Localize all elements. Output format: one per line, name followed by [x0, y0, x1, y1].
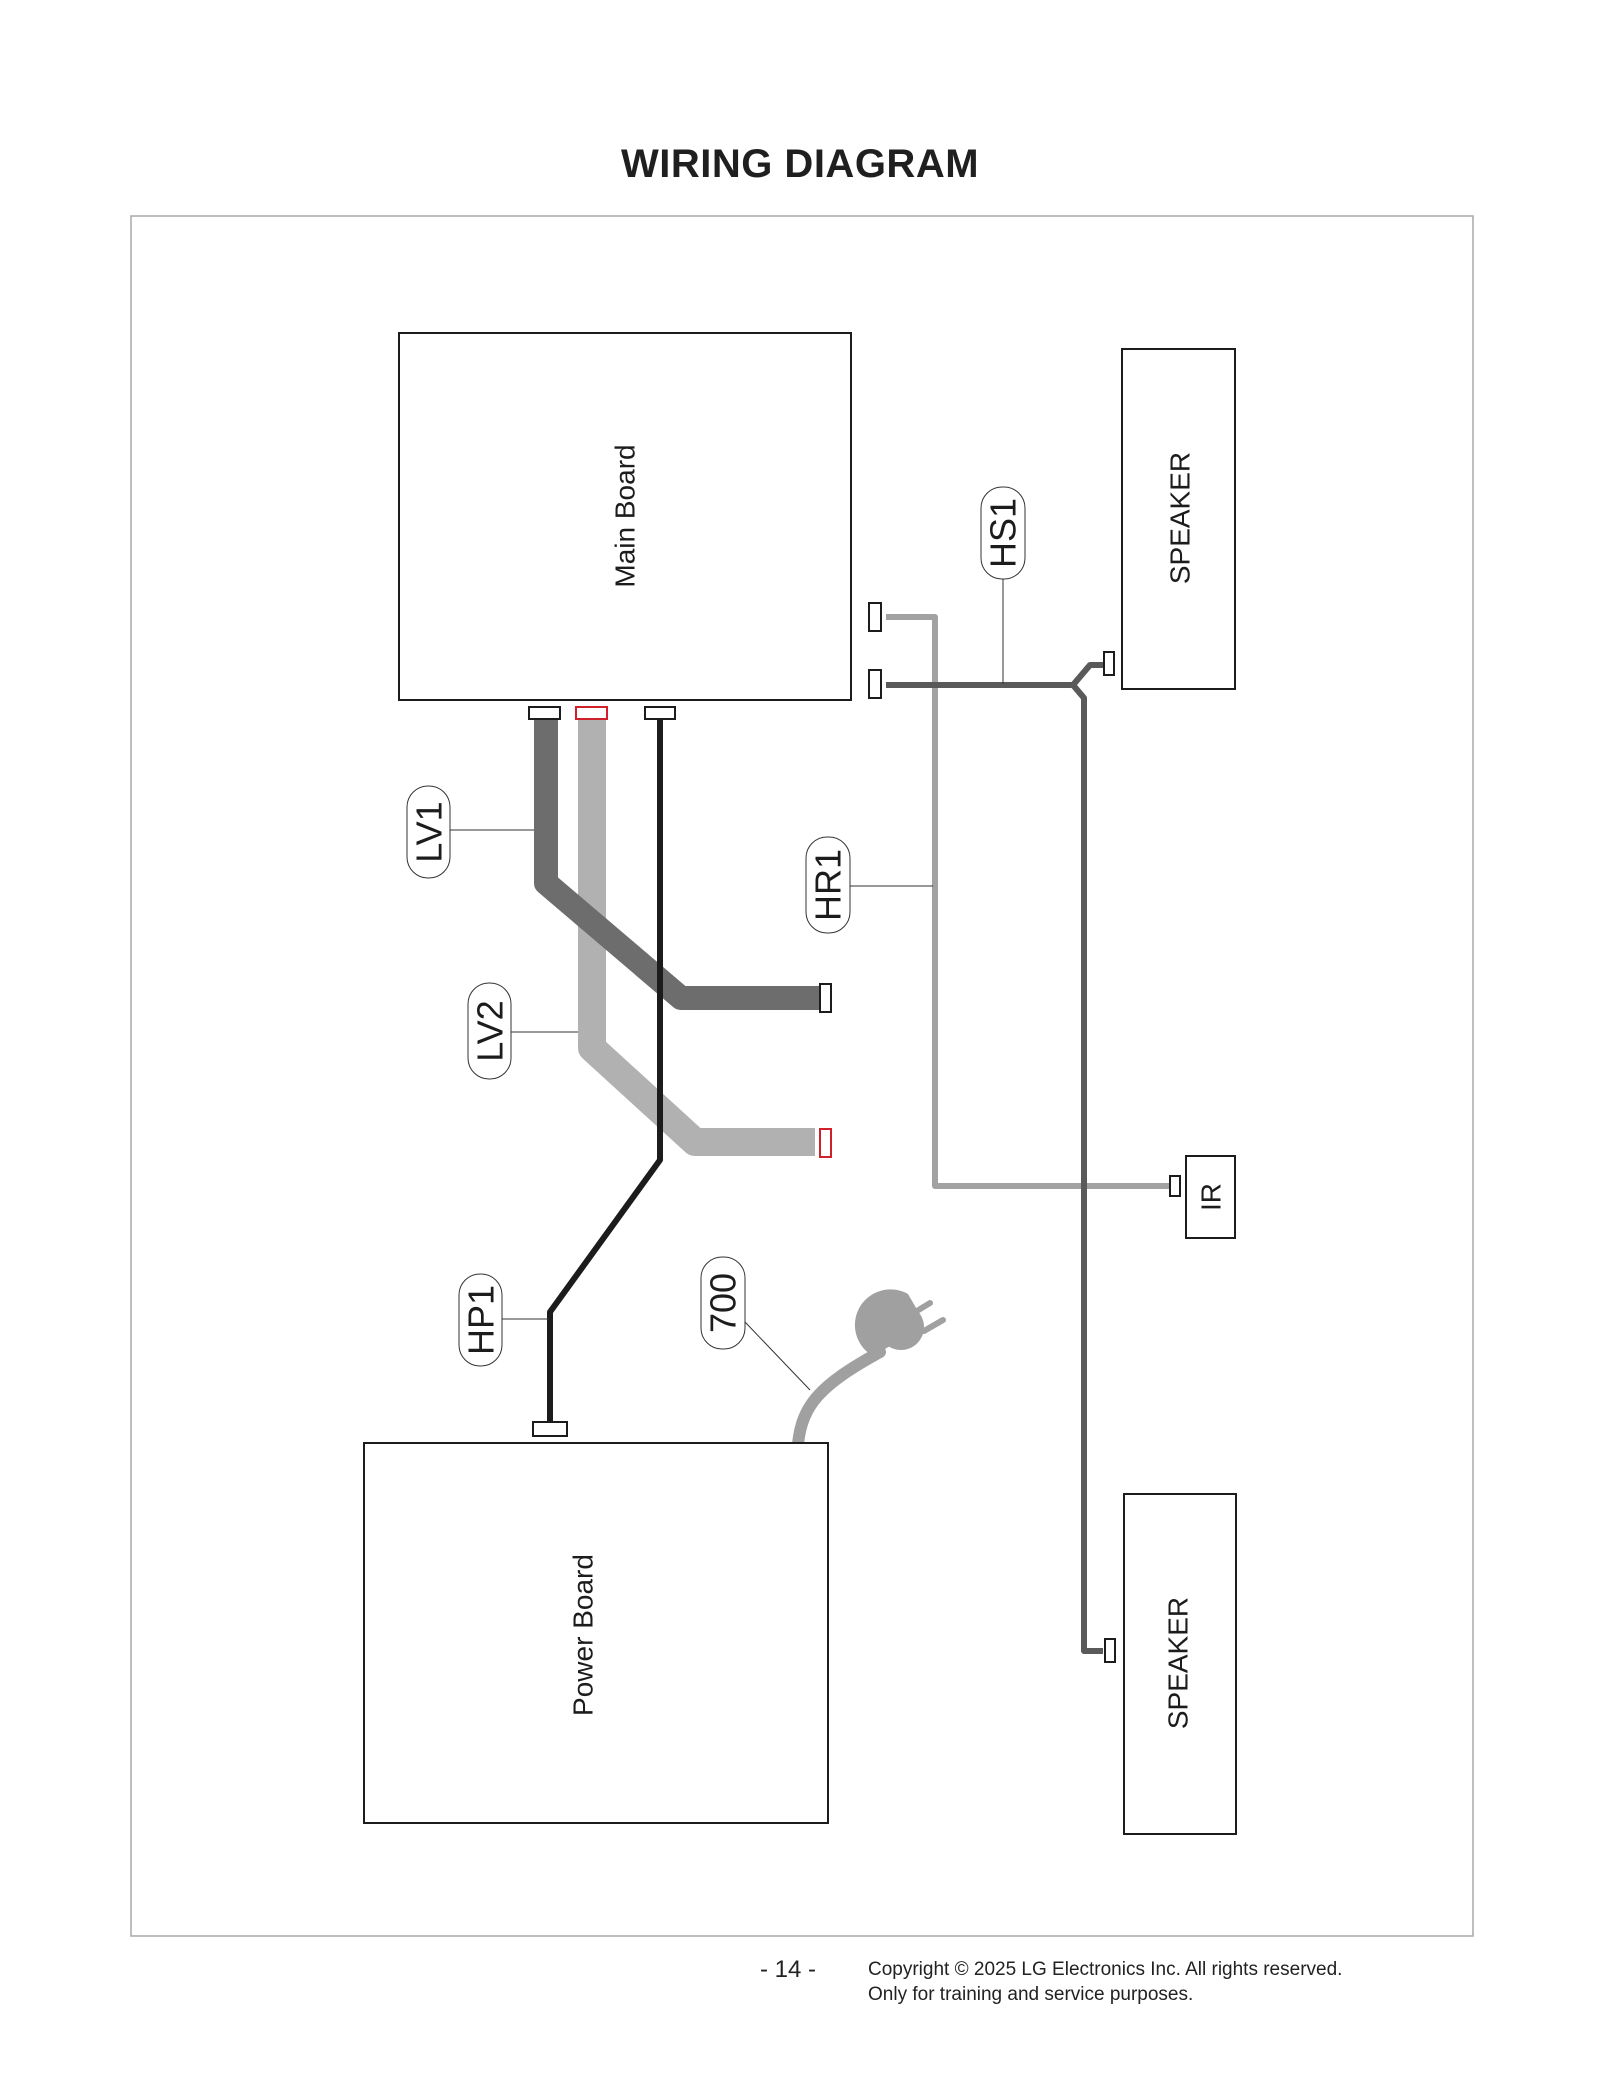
lv2-tag: LV2 — [467, 982, 512, 1080]
speaker-bottom-connector — [1104, 1638, 1116, 1663]
lv2-cable — [578, 718, 815, 1156]
connectors — [528, 602, 1181, 1663]
hp1-main-connector — [644, 706, 676, 720]
speaker-top-connector — [1103, 651, 1115, 676]
lv2-panel-connector — [819, 1128, 832, 1158]
lv1-cable — [534, 718, 824, 1010]
power-cord-label: 700 — [703, 1273, 744, 1333]
hp1-tag: HP1 — [458, 1273, 503, 1367]
power-cord — [792, 1346, 886, 1450]
ir-box — [1185, 1155, 1236, 1239]
hr1-tag: HR1 — [805, 836, 851, 934]
hr1-main-connector — [868, 602, 882, 632]
power-cord-tag: 700 — [700, 1256, 746, 1350]
hs1-label: HS1 — [983, 498, 1024, 568]
hp1-power-connector — [532, 1421, 568, 1437]
lv1-panel-connector — [819, 983, 832, 1013]
speaker-top-box — [1121, 348, 1236, 690]
ir-connector — [1169, 1175, 1181, 1197]
power-board-label: Power Board — [568, 1554, 599, 1716]
speaker-bottom-label: SPEAKER — [1163, 1597, 1194, 1729]
hp1-cable — [547, 718, 663, 1423]
lv1-tag: LV1 — [406, 785, 451, 879]
copyright-notice: Copyright © 2025 LG Electronics Inc. All… — [868, 1957, 1342, 2007]
hp1-label: HP1 — [461, 1285, 502, 1355]
hs1-cable-bottom — [1070, 683, 1103, 1654]
lv2-main-connector — [575, 706, 608, 720]
hs1-tag: HS1 — [980, 486, 1026, 580]
speaker-bottom-box — [1123, 1493, 1237, 1835]
ir-label: IR — [1196, 1183, 1227, 1211]
hr1-cable — [886, 614, 1170, 1189]
lv1-main-connector — [528, 706, 561, 720]
plug-icon — [854, 1289, 946, 1356]
hs1-cable-top — [886, 662, 1103, 688]
page-number: - 14 - — [760, 1956, 817, 1983]
copyright-line-1: Copyright © 2025 LG Electronics Inc. All… — [868, 1959, 1343, 1980]
page-title: WIRING DIAGRAM — [620, 142, 980, 186]
lv1-label: LV1 — [409, 801, 450, 862]
main-board-label: Main Board — [610, 444, 641, 587]
power-board-box — [363, 1442, 829, 1824]
lv2-label: LV2 — [470, 1000, 511, 1061]
hr1-label: HR1 — [808, 849, 849, 921]
speaker-top-label: SPEAKER — [1165, 452, 1196, 584]
copyright-line-2: Only for training and service purposes. — [868, 1984, 1194, 2005]
hs1-main-connector — [868, 669, 882, 699]
main-board-box — [398, 332, 852, 701]
diagram-frame — [130, 215, 1474, 1937]
leader-lines — [450, 579, 1004, 1391]
